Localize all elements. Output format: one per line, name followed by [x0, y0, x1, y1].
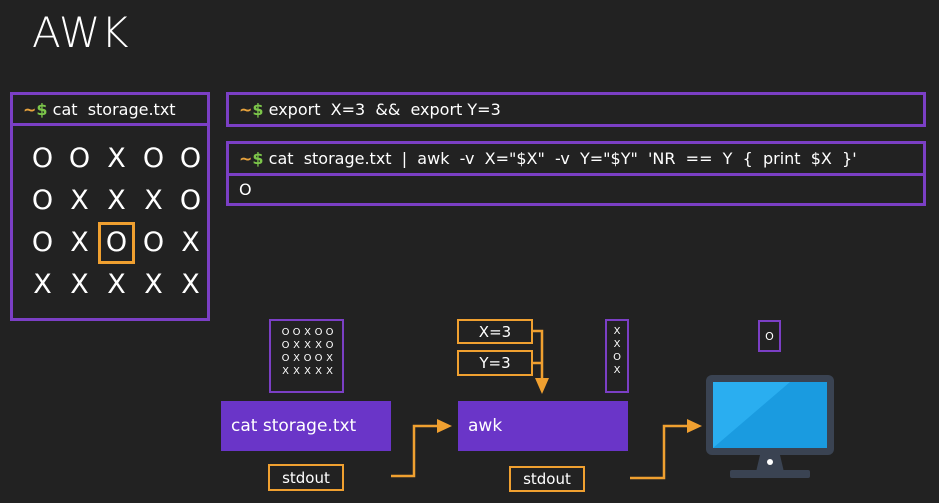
mini-grid-cell: X	[326, 353, 333, 364]
mini-grid-cell: X	[293, 353, 300, 364]
export-panel: ~$ export X=3 && export Y=3	[226, 92, 926, 127]
column-value: O	[613, 352, 621, 363]
cat-command-box: cat storage.txt	[221, 401, 391, 451]
mini-grid-cell: O	[281, 353, 290, 364]
monitor-icon	[706, 375, 834, 478]
mini-grid-cell: X	[282, 366, 289, 377]
var-x-box: X=3	[457, 319, 533, 344]
grid-cell: X	[107, 143, 126, 174]
highlighted-cell: O	[98, 222, 135, 264]
grid-cell: X	[107, 185, 126, 216]
arrow-x-to-awk	[533, 329, 544, 378]
mini-grid-cell: O	[314, 353, 323, 364]
awk-box: awk	[458, 401, 628, 451]
column-value: X	[613, 326, 621, 337]
arrowhead-vars	[535, 378, 549, 394]
mini-grid-cell: O	[292, 327, 301, 338]
mini-grid-cell: X	[315, 340, 322, 351]
arrowhead-awk	[437, 419, 452, 433]
mini-grid-cell: O	[281, 340, 290, 351]
mini-grid-cell: X	[293, 340, 300, 351]
mini-grid-cell: X	[293, 366, 300, 377]
awk-output: O	[239, 180, 252, 199]
mini-grid-cell: X	[304, 340, 311, 351]
grid-cell: X	[70, 185, 89, 216]
mini-grid-cell: O	[314, 327, 323, 338]
mini-grid-cell: O	[325, 340, 334, 351]
mini-grid-cell: X	[315, 366, 322, 377]
arrow-cat-to-awk	[391, 424, 438, 478]
export-command: export X=3 && export Y=3	[268, 100, 501, 119]
grid-cell: O	[142, 227, 165, 258]
grid-cell: X	[181, 227, 200, 258]
grid-cell: O	[31, 143, 54, 174]
grid-cell: X	[144, 185, 163, 216]
column-value: X	[613, 339, 621, 350]
mini-grid-cell: O	[281, 327, 290, 338]
mini-grid-cell: O	[303, 353, 312, 364]
awk-panel-output: O	[226, 173, 926, 206]
grid-cell: O	[179, 185, 202, 216]
grid-cell: X	[107, 269, 126, 300]
stdout-left-box: stdout	[268, 464, 344, 491]
grid-cell: O	[142, 143, 165, 174]
stdout-right-box: stdout	[509, 466, 585, 492]
arrowhead-screen	[687, 419, 702, 433]
arrow-awk-to-screen	[630, 424, 688, 480]
slide-title: AWK	[32, 8, 130, 57]
prompt: ~$	[239, 100, 264, 119]
grid-cell: X	[144, 269, 163, 300]
grid-cell: O	[31, 227, 54, 258]
mini-grid-cell: O	[325, 327, 334, 338]
prompt: ~$	[239, 149, 264, 168]
grid-cell: X	[181, 269, 200, 300]
grid-cell: X	[70, 227, 89, 258]
grid-cell: X	[33, 269, 52, 300]
grid-cell: O	[31, 185, 54, 216]
prompt: ~$	[23, 99, 48, 119]
result-box: O	[758, 320, 781, 352]
mini-grid-cell: X	[304, 366, 311, 377]
var-y-box: Y=3	[457, 350, 533, 376]
awk-command: cat storage.txt | awk -v X="$X" -v Y="$Y…	[268, 149, 857, 168]
mini-grid-cell: X	[304, 327, 311, 338]
mini-grid-cell: X	[326, 366, 333, 377]
grid-cell: X	[70, 269, 89, 300]
grid-cell: O	[179, 143, 202, 174]
column-value: X	[613, 365, 621, 376]
file-command: cat storage.txt	[52, 99, 176, 119]
grid-cell: O	[68, 143, 91, 174]
